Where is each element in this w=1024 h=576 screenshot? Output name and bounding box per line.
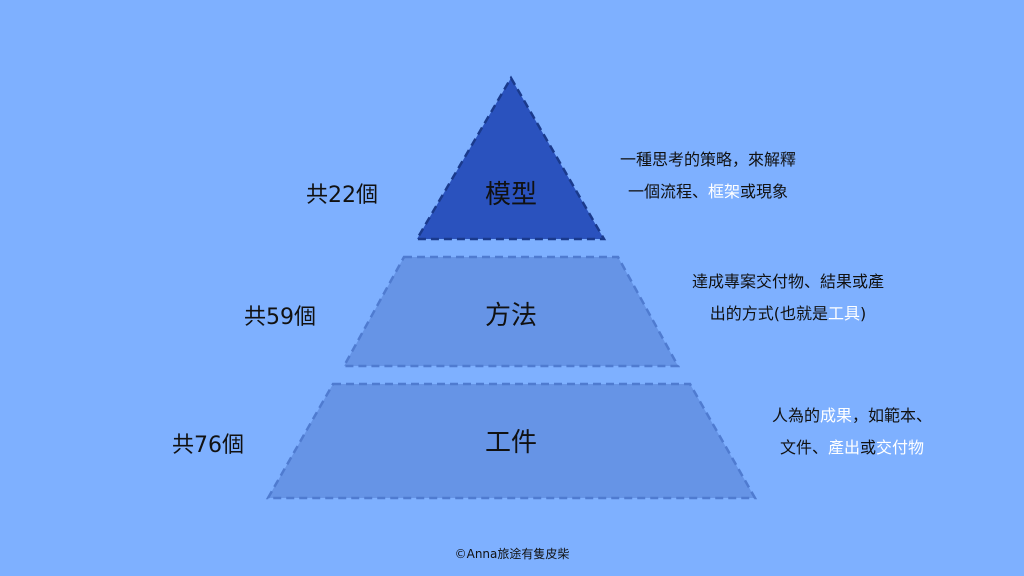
desc-model: 一種思考的策略，來解釋 一個流程、框架或現象 <box>598 144 818 208</box>
pyramid-layer-model <box>414 75 607 241</box>
desc-model-line2: 一個流程、框架或現象 <box>598 176 818 208</box>
desc-model-line1: 一種思考的策略，來解釋 <box>619 150 796 169</box>
desc-highlight: 交付物 <box>876 438 925 457</box>
desc-text: 或現象 <box>740 182 789 201</box>
desc-artifact: 人為的成果，如範本、 文件、產出或交付物 <box>752 400 952 464</box>
pyramid-layer-artifact <box>265 382 758 500</box>
layer-label-method: 方法 <box>484 301 537 331</box>
pyramid-layer-method <box>341 255 681 368</box>
layer-label-artifact: 工件 <box>484 428 537 458</box>
count-model: 共22個 <box>306 183 378 208</box>
desc-method-line2: 出的方式(也就是工具) <box>670 298 906 330</box>
desc-highlight: 產出 <box>827 438 860 457</box>
desc-highlight: 成果 <box>819 406 852 425</box>
desc-text: 文件、 <box>779 438 828 457</box>
desc-method: 達成專案交付物、結果或產 出的方式(也就是工具) <box>670 266 906 330</box>
desc-text: 或 <box>860 438 877 457</box>
desc-text: ) <box>860 304 867 323</box>
desc-text: 人為的 <box>771 406 820 425</box>
desc-highlight: 框架 <box>707 182 740 201</box>
count-artifact: 共76個 <box>172 433 244 458</box>
desc-highlight: 工具 <box>827 304 860 323</box>
credit-footer: ©Anna旅途有隻皮柴 <box>454 547 570 561</box>
desc-text: 一個流程、 <box>627 182 708 201</box>
count-method: 共59個 <box>244 305 316 330</box>
desc-text: 出的方式(也就是 <box>709 304 828 323</box>
layer-label-model: 模型 <box>484 180 537 210</box>
desc-text: ，如範本、 <box>852 406 933 425</box>
desc-artifact-line1: 人為的成果，如範本、 <box>752 400 952 432</box>
desc-method-line1: 達成專案交付物、結果或產 <box>691 272 884 291</box>
desc-artifact-line2: 文件、產出或交付物 <box>752 432 952 464</box>
